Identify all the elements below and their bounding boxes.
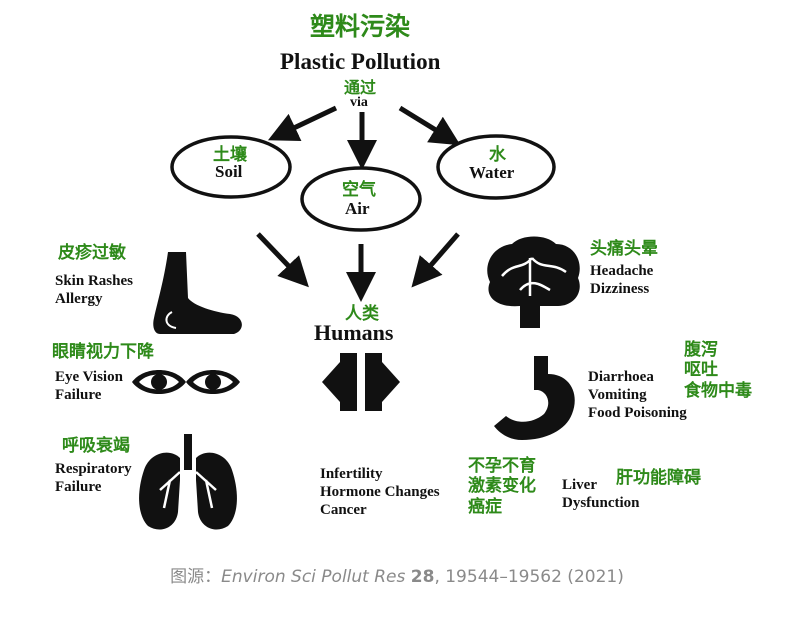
head-en-line-1: Headache <box>590 263 654 279</box>
respiratory-cn: 呼吸衰竭 <box>62 436 130 456</box>
reproductive-cn: 不孕不育 激素变化 癌症 <box>468 456 536 517</box>
arrow-soil-humans <box>256 232 309 288</box>
air-ellipse <box>300 166 422 232</box>
reproductive-cn-line-2: 激素变化 <box>468 476 536 497</box>
body-icon <box>322 353 400 411</box>
eye-en-line-2: Failure <box>55 387 102 403</box>
stomach-icon <box>494 356 575 440</box>
skin-en: Skin Rashes Allergy <box>55 272 133 308</box>
reproductive-en-line-3: Cancer <box>320 502 367 518</box>
eye-cn: 眼睛视力下降 <box>52 342 154 362</box>
humans-cn: 人类 <box>345 304 379 324</box>
caption-rest: , 19544–19562 (2021) <box>434 567 624 587</box>
via-en: via <box>350 95 368 110</box>
soil-en: Soil <box>215 162 243 181</box>
reproductive-cn-line-3: 癌症 <box>468 496 502 517</box>
stomach-en-line-1: Diarrhoea <box>588 369 654 385</box>
humans-en: Humans <box>314 320 394 345</box>
stomach-cn: 腹泻 呕吐 食物中毒 <box>684 340 752 401</box>
lungs-icon <box>139 434 237 530</box>
foot-icon <box>153 252 242 334</box>
stomach-en: Diarrhoea Vomiting Food Poisoning <box>588 368 687 422</box>
eye-en: Eye Vision Failure <box>55 368 123 404</box>
caption-prefix: 图源： <box>170 567 222 587</box>
skin-cn: 皮疹过敏 <box>58 243 126 263</box>
liver-en: Liver Dysfunction <box>562 476 640 512</box>
water-en: Water <box>469 163 515 182</box>
head-en: Headache Dizziness <box>590 262 653 298</box>
liver-en-line-1: Liver <box>562 477 597 493</box>
arrow-water-humans <box>411 232 460 288</box>
skin-en-line-2: Allergy <box>55 291 103 307</box>
reproductive-en-line-2: Hormone Changes <box>320 484 440 500</box>
head-en-line-2: Dizziness <box>590 281 650 297</box>
title-cn: 塑料污染 <box>310 12 411 41</box>
water-ellipse <box>436 134 556 200</box>
liver-en-line-2: Dysfunction <box>562 495 640 511</box>
reproductive-cn-line-1: 不孕不育 <box>468 456 536 476</box>
soil-ellipse <box>170 135 292 199</box>
reproductive-en: Infertility Hormone Changes Cancer <box>320 465 440 519</box>
air-cn: 空气 <box>342 180 376 200</box>
reproductive-en-line-1: Infertility <box>320 466 383 482</box>
liver-cn: 肝功能障碍 <box>616 468 701 488</box>
respiratory-en-line-2: Failure <box>55 479 102 495</box>
title-en: Plastic Pollution <box>280 49 441 74</box>
stomach-en-line-2: Vomiting <box>588 387 647 403</box>
via-cn: 通过 <box>344 78 377 97</box>
caption-volume: 28 <box>410 567 435 587</box>
water-cn: 水 <box>489 145 506 165</box>
stomach-cn-line-1: 腹泻 <box>684 340 718 360</box>
air-en: Air <box>345 199 370 218</box>
eye-en-line-1: Eye Vision <box>55 369 123 385</box>
brain-icon <box>487 236 580 328</box>
arrow-via-water <box>398 105 461 146</box>
respiratory-en: Respiratory Failure <box>55 460 132 496</box>
head-cn: 头痛头晕 <box>590 239 658 259</box>
stomach-cn-line-3: 食物中毒 <box>684 380 752 401</box>
stomach-en-line-3: Food Poisoning <box>588 405 687 421</box>
caption-journal: Environ Sci Pollut Res <box>221 567 406 587</box>
arrow-via-soil <box>267 105 338 141</box>
stomach-cn-line-2: 呕吐 <box>684 360 718 381</box>
soil-cn: 土壤 <box>213 145 247 165</box>
source-caption: 图源：Environ Sci Pollut Res 28, 19544–1956… <box>0 562 794 587</box>
eyes-icon <box>132 370 240 394</box>
skin-en-line-1: Skin Rashes <box>55 273 133 289</box>
respiratory-en-line-1: Respiratory <box>55 461 132 477</box>
